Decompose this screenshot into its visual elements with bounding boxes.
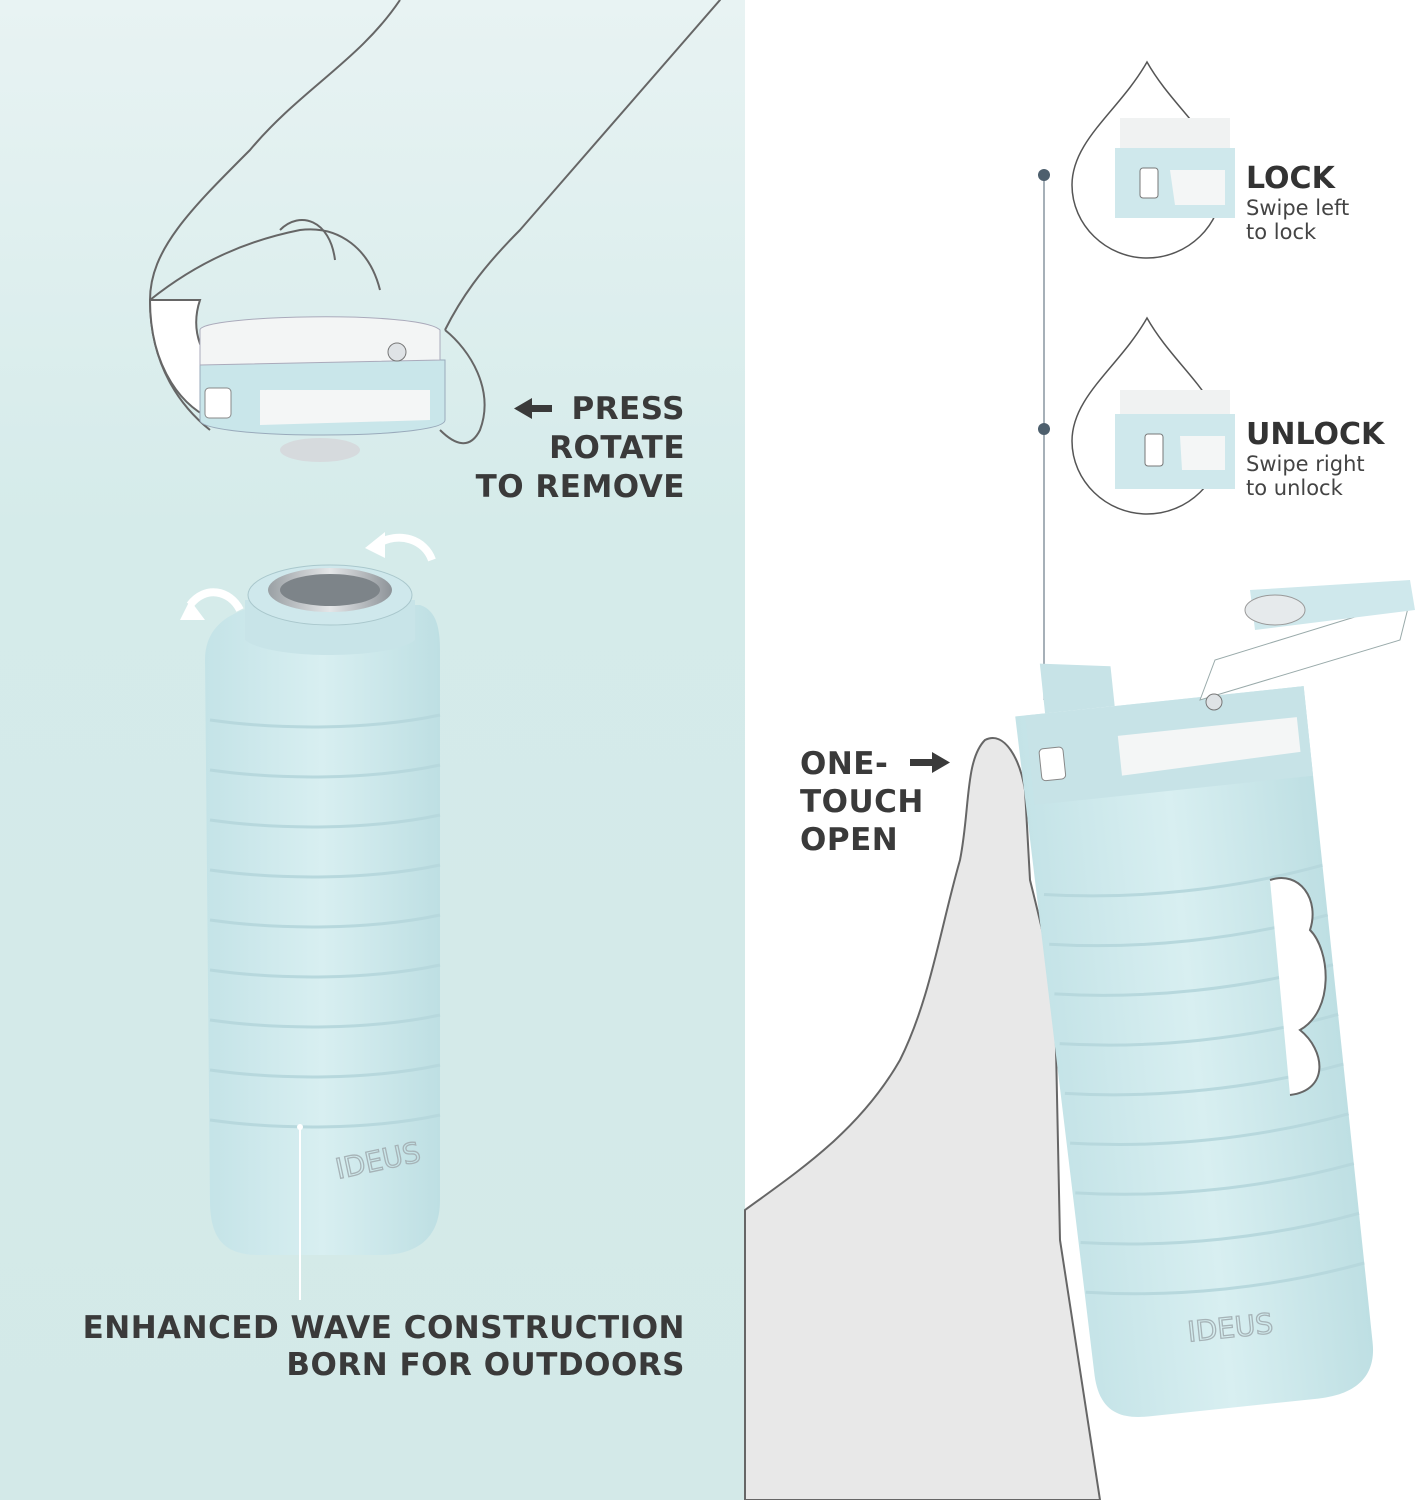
lock-desc: Swipe left to lock	[1246, 196, 1349, 244]
lock-title: LOCK	[1246, 161, 1335, 196]
cap-illustration	[199, 316, 446, 462]
press-arrow-icon	[514, 398, 552, 419]
enhanced-wave-callout: ENHANCED WAVE CONSTRUCTION BORN FOR OUTD…	[45, 1310, 685, 1384]
onetouch-line-2: TOUCH	[800, 784, 924, 820]
one-touch-arrow-icon	[910, 752, 950, 773]
unlock-drop	[1071, 316, 1235, 515]
press-line-1: PRESS	[571, 391, 685, 427]
onetouch-line-3: OPEN	[800, 822, 899, 858]
open-lid	[1199, 580, 1415, 711]
unlock-title: UNLOCK	[1246, 417, 1385, 452]
unlock-desc-line-1: Swipe right	[1246, 452, 1365, 476]
bottle-right: IDEUS	[1015, 663, 1373, 1417]
onetouch-line-1: ONE-	[800, 746, 889, 782]
press-rotate-callout: PRESS ROTATE TO REMOVE	[425, 390, 685, 507]
lock-caption: LOCK Swipe left to lock	[1246, 161, 1349, 245]
enhanced-line-2: BORN FOR OUTDOORS	[286, 1347, 685, 1383]
enhanced-line-1: ENHANCED WAVE CONSTRUCTION	[82, 1310, 685, 1346]
unlock-desc-line-2: to unlock	[1246, 476, 1343, 500]
timeline	[1038, 169, 1050, 700]
press-line-3: TO REMOVE	[475, 469, 685, 505]
unlock-caption: UNLOCK Swipe right to unlock	[1246, 417, 1385, 501]
unlock-desc: Swipe right to unlock	[1246, 452, 1384, 500]
lock-desc-line-1: Swipe left	[1246, 196, 1350, 220]
press-line-2: ROTATE	[549, 430, 685, 466]
right-hand	[744, 737, 1102, 1500]
wave-ridges	[209, 713, 441, 1129]
finger-overlap	[1269, 877, 1327, 1096]
bottle-left	[180, 532, 441, 1300]
one-touch-callout: ONE- TOUCH OPEN	[800, 745, 960, 859]
lock-drop	[1071, 60, 1235, 259]
lock-desc-line-2: to lock	[1246, 220, 1317, 244]
